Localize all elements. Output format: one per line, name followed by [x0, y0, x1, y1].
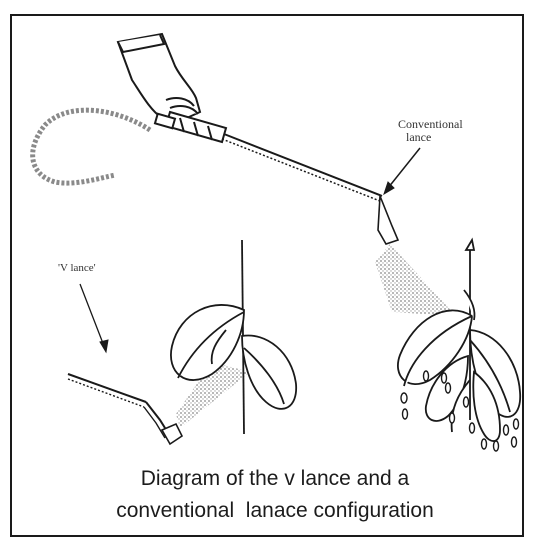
- right-plant: [398, 240, 520, 441]
- conventional-lance-label: Conventional lance: [398, 118, 463, 144]
- v-lance-label: 'V lance': [58, 262, 96, 275]
- conventional-label-arrow: [384, 148, 420, 194]
- v-lance-tube: [68, 374, 182, 444]
- hose: [33, 110, 150, 183]
- hand: [118, 34, 200, 122]
- conventional-spray: [375, 244, 456, 316]
- conventional-label-line2: lance: [398, 131, 463, 144]
- v-lance-label-arrow: [80, 284, 108, 352]
- caption-line2: conventional lanace configuration: [40, 495, 510, 527]
- diagram-caption: Diagram of the v lance and a conventiona…: [40, 463, 510, 527]
- caption-line1: Diagram of the v lance and a: [40, 463, 510, 495]
- conventional-lance-tube: [222, 134, 398, 244]
